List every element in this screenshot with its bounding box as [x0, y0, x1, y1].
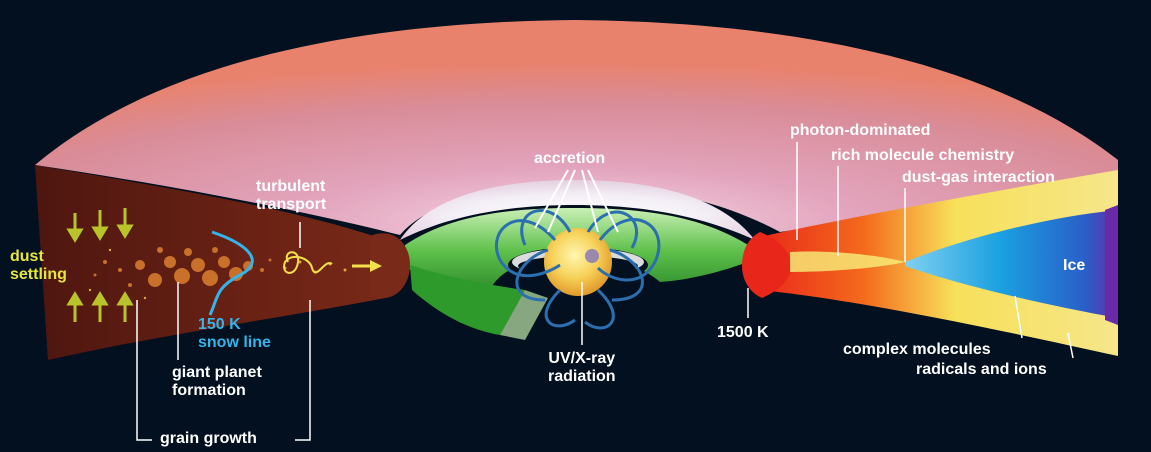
- turbulent-squiggle: [283, 251, 333, 274]
- dust-settling-arrows: [66, 208, 134, 322]
- dust-grains: [93, 247, 272, 287]
- radicals-ions-label: radicals and ions: [916, 361, 1047, 378]
- uv-xray-label: UV/X-ray radiation: [548, 350, 616, 385]
- snow-line-label: 150 K snow line: [198, 316, 271, 351]
- disk-top-surface: [35, 20, 1118, 235]
- inner-rim-bulge: [370, 233, 410, 299]
- hot-rim: [742, 232, 792, 298]
- ice-region: [905, 210, 1118, 318]
- rich-molecule-chemistry-label: rich molecule chemistry: [831, 147, 1015, 164]
- green-wedge: [410, 265, 525, 335]
- green-inner-disk: [405, 208, 748, 305]
- transport-arrow: [352, 260, 382, 272]
- leader-lines: [136, 142, 1074, 441]
- inner-rim: [400, 180, 755, 240]
- ice-label: Ice: [1063, 257, 1086, 274]
- dust-gas-interaction-label: dust-gas interaction: [902, 169, 1055, 186]
- accretion-lines: [534, 169, 619, 233]
- temp-1500k-label: 1500 K: [717, 324, 769, 341]
- photon-dominated-label: photon-dominated: [790, 122, 931, 139]
- star: [544, 228, 612, 296]
- dust-settling-label: dust settling: [10, 248, 67, 283]
- accretion-label: accretion: [534, 150, 606, 167]
- grain-growth-label: grain growth: [160, 430, 257, 447]
- turbulent-transport-label: turbulent transport: [256, 178, 327, 213]
- snow-line-curve: [208, 230, 254, 316]
- complex-molecules-label: complex molecules: [843, 341, 991, 358]
- giant-planet-formation-label: giant planet formation: [172, 364, 262, 399]
